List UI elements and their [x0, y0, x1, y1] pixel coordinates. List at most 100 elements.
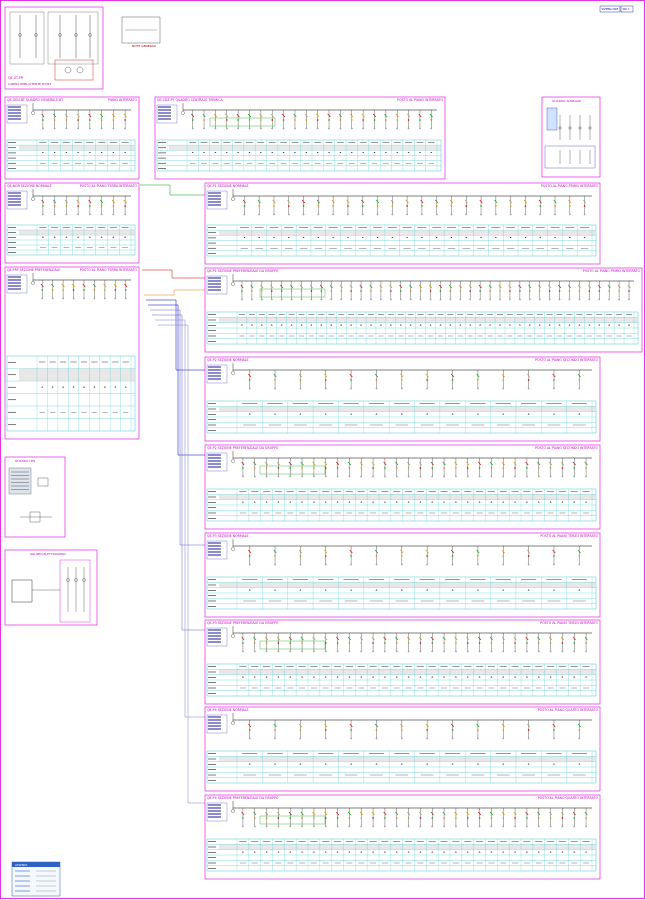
feeder-breaker-symbol [298, 373, 302, 378]
feeder-terminal [401, 563, 403, 566]
feeder-terminal [328, 127, 330, 130]
panel-frame [204, 532, 601, 618]
cell-symbol [466, 676, 469, 678]
feeder [454, 808, 458, 828]
feeder-protection-dot [287, 205, 290, 207]
feeder [319, 281, 323, 301]
feeder [273, 370, 277, 390]
feeder-terminal [421, 213, 423, 216]
feeder [438, 281, 442, 301]
feeder-protection-dot [477, 729, 479, 731]
feeder-breaker-symbol [273, 549, 277, 554]
feeder [371, 458, 375, 478]
feeder-terminal [294, 127, 296, 130]
feeder-breaker-symbol [528, 284, 532, 289]
feeder [466, 633, 470, 653]
panel-location: POSTO AL PIANO SECONDO INTERRATO [535, 446, 598, 450]
legend-title: LEGENDA [15, 863, 28, 867]
feeder [64, 196, 68, 216]
cell-symbol [124, 386, 127, 388]
cell-symbol [407, 676, 410, 678]
cell-symbol [502, 501, 505, 503]
feeder [309, 281, 313, 301]
cell-symbol [317, 236, 320, 239]
feeder-terminal [289, 825, 291, 828]
feeder-terminal [526, 650, 528, 653]
feeder-terminal [495, 213, 497, 216]
feeder-terminal [242, 650, 244, 653]
feeder-terminal [320, 298, 323, 301]
cell-symbol [241, 501, 244, 503]
feeder-protection-dot [451, 379, 454, 381]
feeder-terminal [538, 825, 540, 828]
feeder-terminal [426, 737, 428, 740]
panel-info-box [156, 104, 178, 124]
feeder [523, 196, 527, 216]
feeder-breaker-symbol [282, 113, 286, 118]
feeder-breaker-symbol [607, 284, 611, 289]
feeder-terminal [548, 298, 551, 301]
feeder [40, 280, 44, 300]
feeder-breaker-symbol [407, 811, 411, 816]
feeder [400, 546, 404, 566]
cell-symbol [360, 501, 363, 503]
feeder-protection-dot [360, 817, 363, 819]
cell-symbol [454, 851, 457, 853]
cell-symbol [400, 413, 403, 415]
feeder-terminal [467, 650, 469, 653]
feeder [435, 196, 439, 216]
panel-info-box [206, 802, 228, 822]
panel-title: QE-P4 SEZIONE PREFERENZIALE DA GRUPPO [207, 796, 279, 800]
feeder-breaker-symbol [425, 723, 429, 728]
feeder-breaker-symbol [288, 461, 292, 466]
feeder-breaker-symbol [525, 811, 529, 816]
cell-symbol [549, 676, 552, 678]
feeder-breaker-symbol [395, 113, 399, 118]
feeder-terminal [203, 127, 205, 130]
cell-symbol [578, 413, 581, 415]
feeder-protection-dot [554, 205, 556, 207]
feeder-protection-dot [526, 642, 528, 644]
feeder-terminal [100, 127, 103, 130]
cell-symbol [350, 589, 353, 591]
feeder-breaker-symbol [405, 199, 409, 204]
feeder [478, 633, 482, 653]
sub-group-frame [259, 288, 326, 298]
feeder [429, 281, 433, 301]
feeder-protection-dot [301, 467, 303, 469]
main-breaker-symbol [181, 111, 185, 115]
feeder-protection-dot [360, 642, 363, 644]
feeder [479, 196, 483, 216]
feeder-protection-dot [53, 205, 56, 207]
feeder-protection-dot [360, 467, 363, 469]
cell-symbol [225, 151, 228, 154]
feeder-breaker-symbol [113, 283, 117, 288]
feeder [449, 196, 454, 216]
feeder [359, 281, 363, 301]
feeder-protection-dot [265, 817, 268, 819]
feeder-protection-dot [350, 379, 352, 381]
feeder [88, 110, 92, 130]
cell-symbol [528, 324, 531, 326]
feeder-terminal [527, 737, 530, 740]
feeder [501, 808, 505, 828]
feeder-breaker-symbol [560, 461, 564, 466]
feeder-protection-dot [248, 119, 251, 121]
feeder-terminal [53, 213, 56, 216]
cell-symbol [277, 851, 280, 853]
feeder-protection-dot [489, 290, 491, 292]
feeder-breaker-symbol [513, 811, 517, 816]
feeder-terminal [478, 825, 481, 828]
feeder-protection-dot [324, 467, 327, 469]
feeder-protection-dot [509, 205, 512, 207]
feeder-terminal [348, 825, 351, 828]
feeder-terminal [407, 127, 410, 130]
panel-location: POSTO AL PIANO INTERRATO [397, 98, 443, 102]
cell-symbol [336, 851, 339, 853]
aux-device-symbol [588, 126, 592, 130]
feeder [584, 458, 588, 478]
feeder-breaker-symbol [478, 461, 482, 466]
cell-symbol [289, 501, 292, 503]
panel-location: POSTO AL PIANO PRIMO INTERRATO [541, 184, 599, 188]
